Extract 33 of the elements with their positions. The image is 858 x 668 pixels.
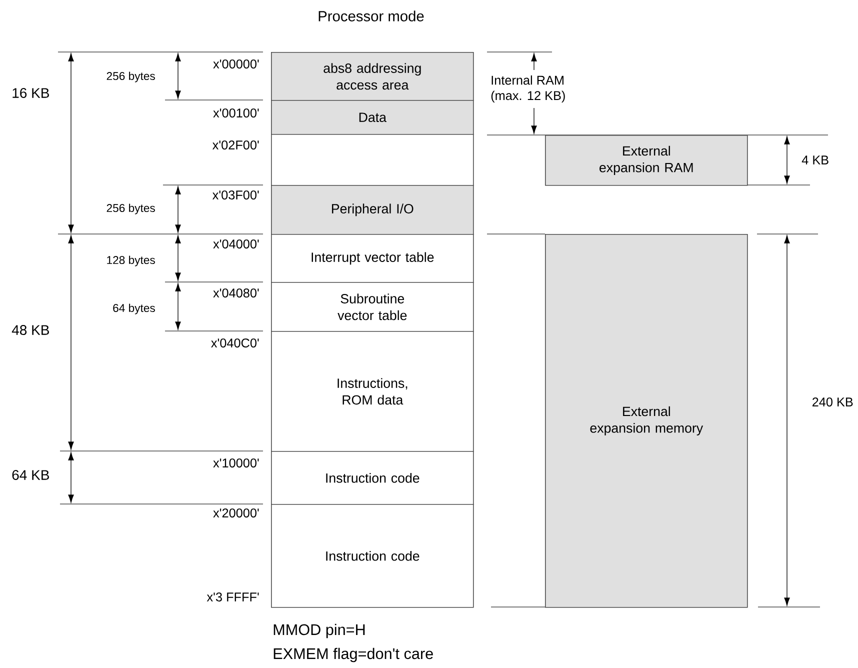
- address-label: x'03F00': [212, 190, 259, 200]
- memory-block: abs8 addressing access area: [271, 52, 474, 101]
- address-label: x'00000': [213, 60, 259, 68]
- range-label: Internal RAM (max. 12 KB): [491, 75, 565, 103]
- address-label: x'04080': [213, 288, 259, 298]
- address-label: x'040C0': [211, 338, 259, 348]
- memory-block: Peripheral I/O: [271, 185, 474, 235]
- note-text: EXMEM flag=don't care: [274, 648, 433, 662]
- memory-block: External expansion memory: [545, 234, 748, 608]
- title: Processor mode: [318, 10, 424, 22]
- memory-block: Subroutine vector table: [271, 282, 474, 332]
- address-label: x'10000': [213, 458, 259, 468]
- address-label: x'02F00': [212, 140, 259, 150]
- note-text: MMOD pin=H: [274, 624, 365, 638]
- size-label: 4 KB: [802, 156, 828, 164]
- size-label: 256 bytes: [106, 72, 155, 82]
- size-label: 128 bytes: [107, 256, 155, 266]
- size-label: 64 bytes: [113, 304, 155, 314]
- memory-block: Interrupt vector table: [271, 234, 474, 283]
- size-label: 240 KB: [812, 398, 853, 406]
- size-label: 16 KB: [12, 88, 49, 98]
- address-label: x'20000': [213, 508, 259, 518]
- address-label: x'00100': [213, 108, 259, 118]
- size-label: 64 KB: [12, 470, 49, 480]
- size-label: 48 KB: [12, 325, 49, 335]
- memory-block: Instruction code: [271, 451, 474, 505]
- address-label: x'3 FFFF': [206, 592, 259, 602]
- memory-block: External expansion RAM: [545, 135, 748, 186]
- memory-block: Data: [271, 100, 474, 135]
- address-label: x'04000': [213, 240, 259, 248]
- memory-block: [271, 134, 474, 186]
- memory-block: Instruction code: [271, 504, 474, 608]
- size-label: 256 bytes: [106, 204, 155, 214]
